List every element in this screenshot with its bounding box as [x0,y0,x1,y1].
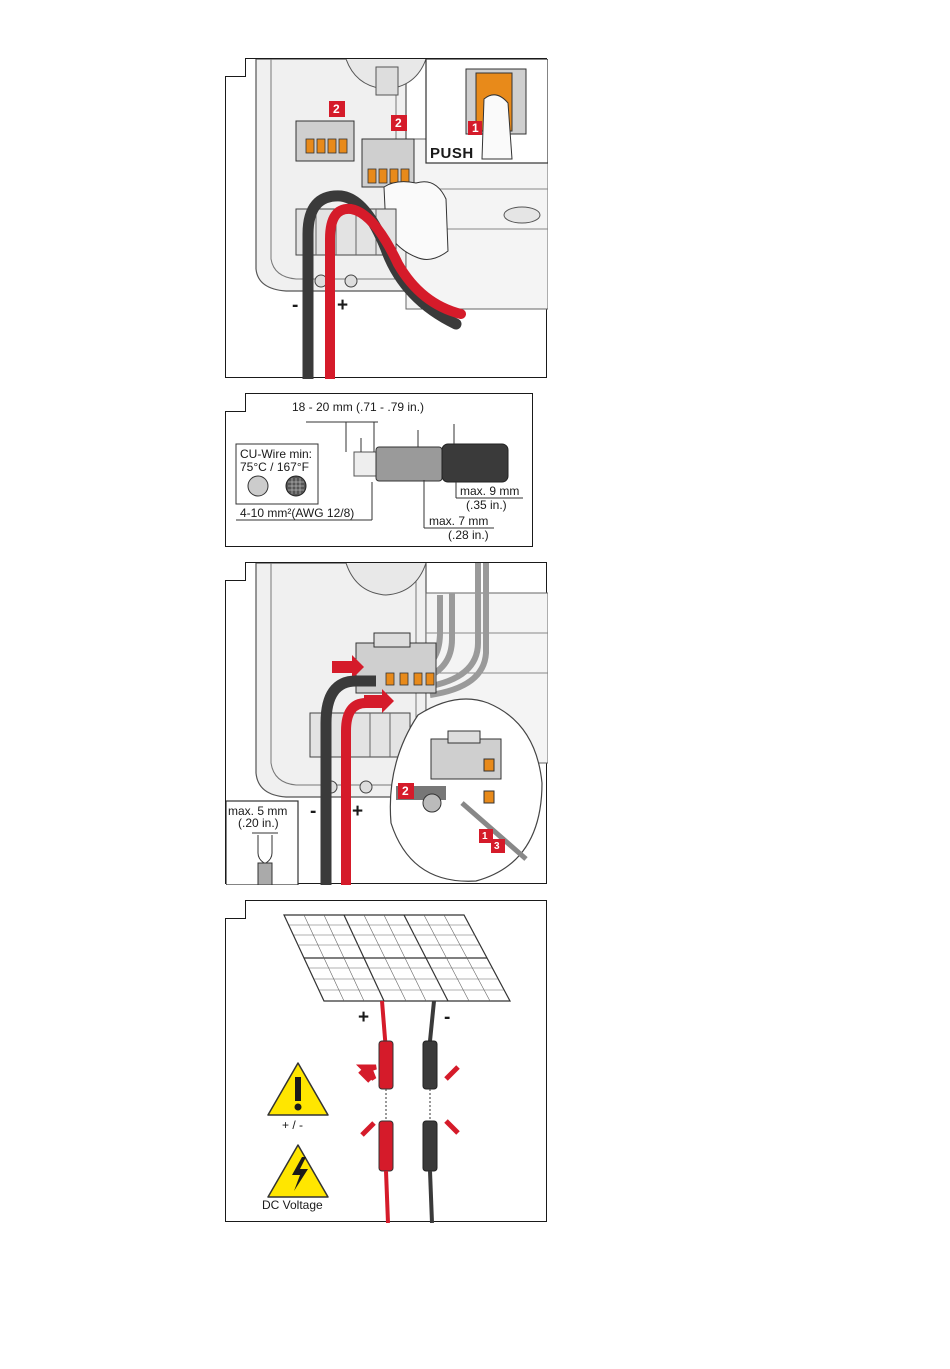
minus-label: - [310,805,316,818]
push-label: PUSH [430,145,474,162]
terminal-connect-illustration [226,563,548,885]
step-badge: 3 [494,840,500,853]
dc-voltage-label: DC Voltage [262,1199,323,1212]
pv-connection-illustration [226,901,548,1223]
minus-label: - [444,1011,450,1024]
step-badge: 1 [482,830,488,843]
terminal-open-illustration [226,59,548,379]
step-panel-wire-stripping: 18 - 20 mm (.71 - .79 in.) CU-Wire min: … [225,393,533,547]
strip-length-label: 18 - 20 mm (.71 - .79 in.) [292,401,424,414]
solar-panel-array [284,915,510,1001]
max-7mm-inch-label: (.28 in.) [448,529,489,542]
step-badge: 2 [395,117,402,130]
step-panel-terminal-open: PUSH - + 2 2 1 [225,58,547,378]
plus-label: + [352,805,363,818]
max-5mm-inch-label: (.20 in.) [238,817,279,830]
step-badge: 1 [472,122,479,135]
polarity-label: + / - [282,1119,303,1132]
step-badge: 2 [333,103,340,116]
max-9mm-inch-label: (.35 in.) [466,499,507,512]
plus-label: + [337,299,348,312]
temperature-label: 75°C / 167°F [240,461,309,474]
step-panel-terminal-connect: max. 5 mm (.20 in.) - + 2 1 3 [225,562,547,884]
plus-label: + [358,1011,369,1024]
step-badge: 2 [402,785,409,798]
step-panel-pv-connection: + - + / - DC Voltage [225,900,547,1222]
max-7mm-label: max. 7 mm [429,515,488,528]
cross-section-label: 4-10 mm²(AWG 12/8) [240,507,354,520]
minus-label: - [292,299,298,312]
max-9mm-label: max. 9 mm [460,485,519,498]
